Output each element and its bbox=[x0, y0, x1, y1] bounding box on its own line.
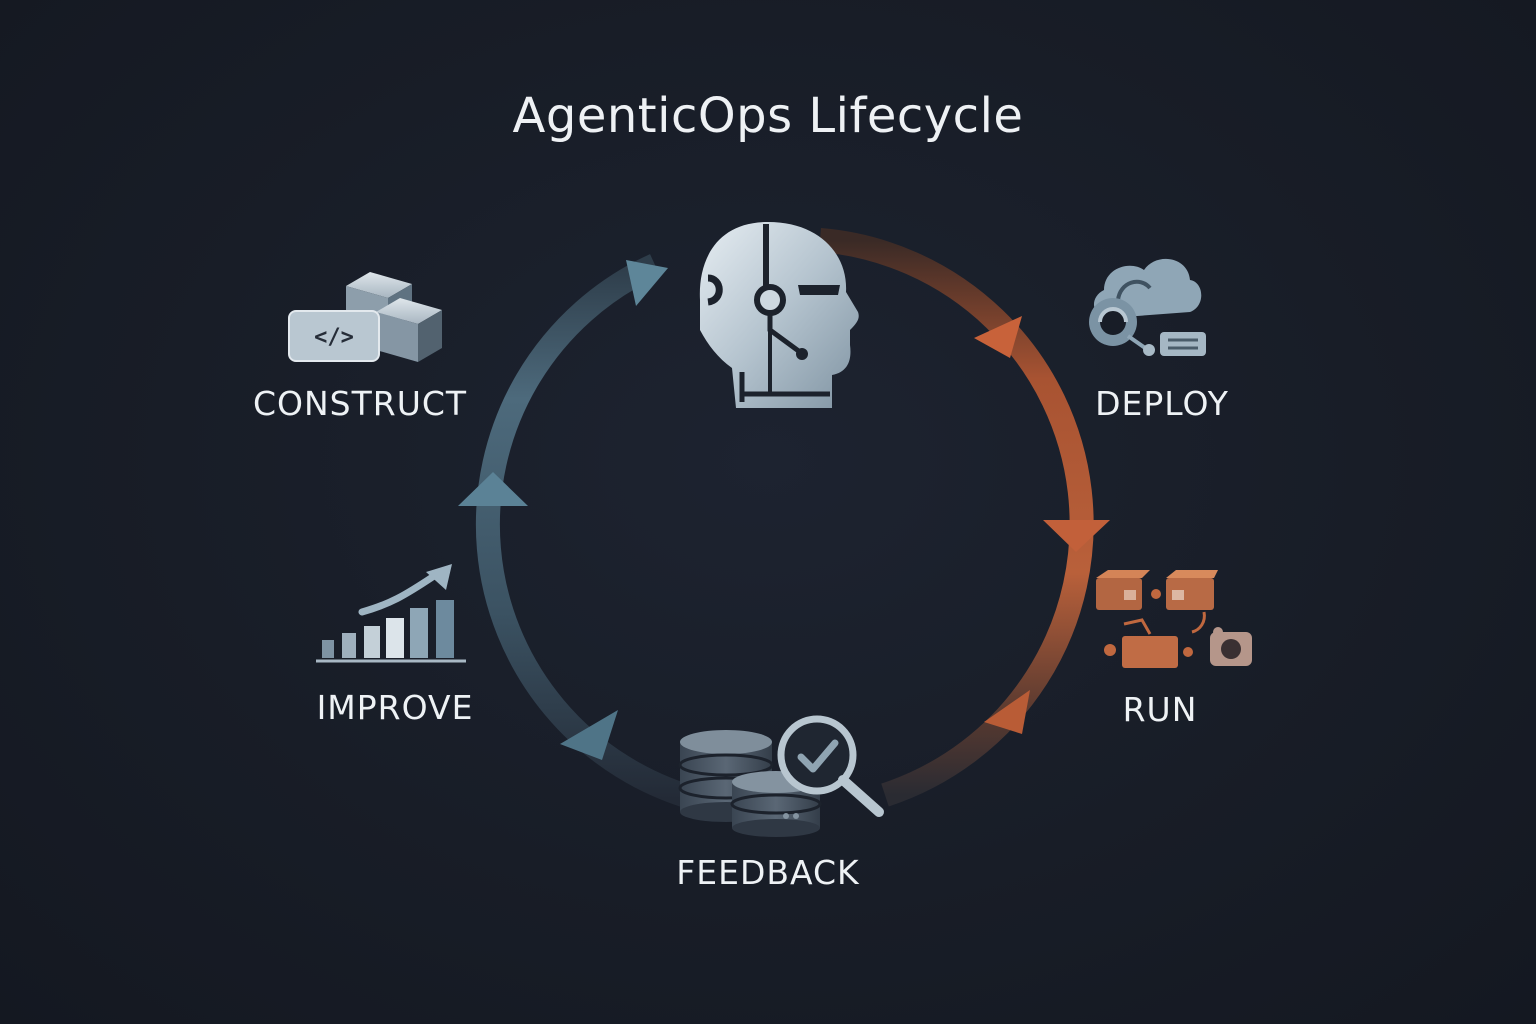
diagram-title: AgenticOps Lifecycle bbox=[512, 88, 1024, 144]
arrow-to-deploy bbox=[974, 316, 1022, 358]
ring-arc-warm bbox=[819, 228, 1094, 807]
growth-chart-icon bbox=[316, 564, 466, 663]
robot-head-icon bbox=[699, 222, 859, 408]
database-search-icon bbox=[678, 715, 884, 837]
arrow-to-run bbox=[1043, 520, 1110, 552]
arrow-to-feedback bbox=[984, 690, 1030, 734]
stage-label-run: RUN bbox=[1122, 690, 1198, 729]
cloud-deploy-icon bbox=[1089, 258, 1206, 356]
runtime-boxes-icon bbox=[1096, 570, 1252, 668]
code-blocks-icon: </> bbox=[288, 272, 442, 362]
stage-label-deploy: DEPLOY bbox=[1095, 384, 1229, 423]
stage-label-construct: CONSTRUCT bbox=[252, 384, 468, 423]
cycle-arrows bbox=[458, 260, 1110, 760]
stage-label-improve: IMPROVE bbox=[316, 688, 474, 727]
arrow-to-improve bbox=[560, 710, 618, 760]
ring-arc-cool bbox=[475, 254, 704, 812]
arrow-to-center bbox=[626, 260, 668, 306]
stage-label-feedback: FEEDBACK bbox=[676, 853, 860, 892]
code-glyph: </> bbox=[314, 325, 354, 350]
arrow-to-construct bbox=[458, 472, 528, 506]
